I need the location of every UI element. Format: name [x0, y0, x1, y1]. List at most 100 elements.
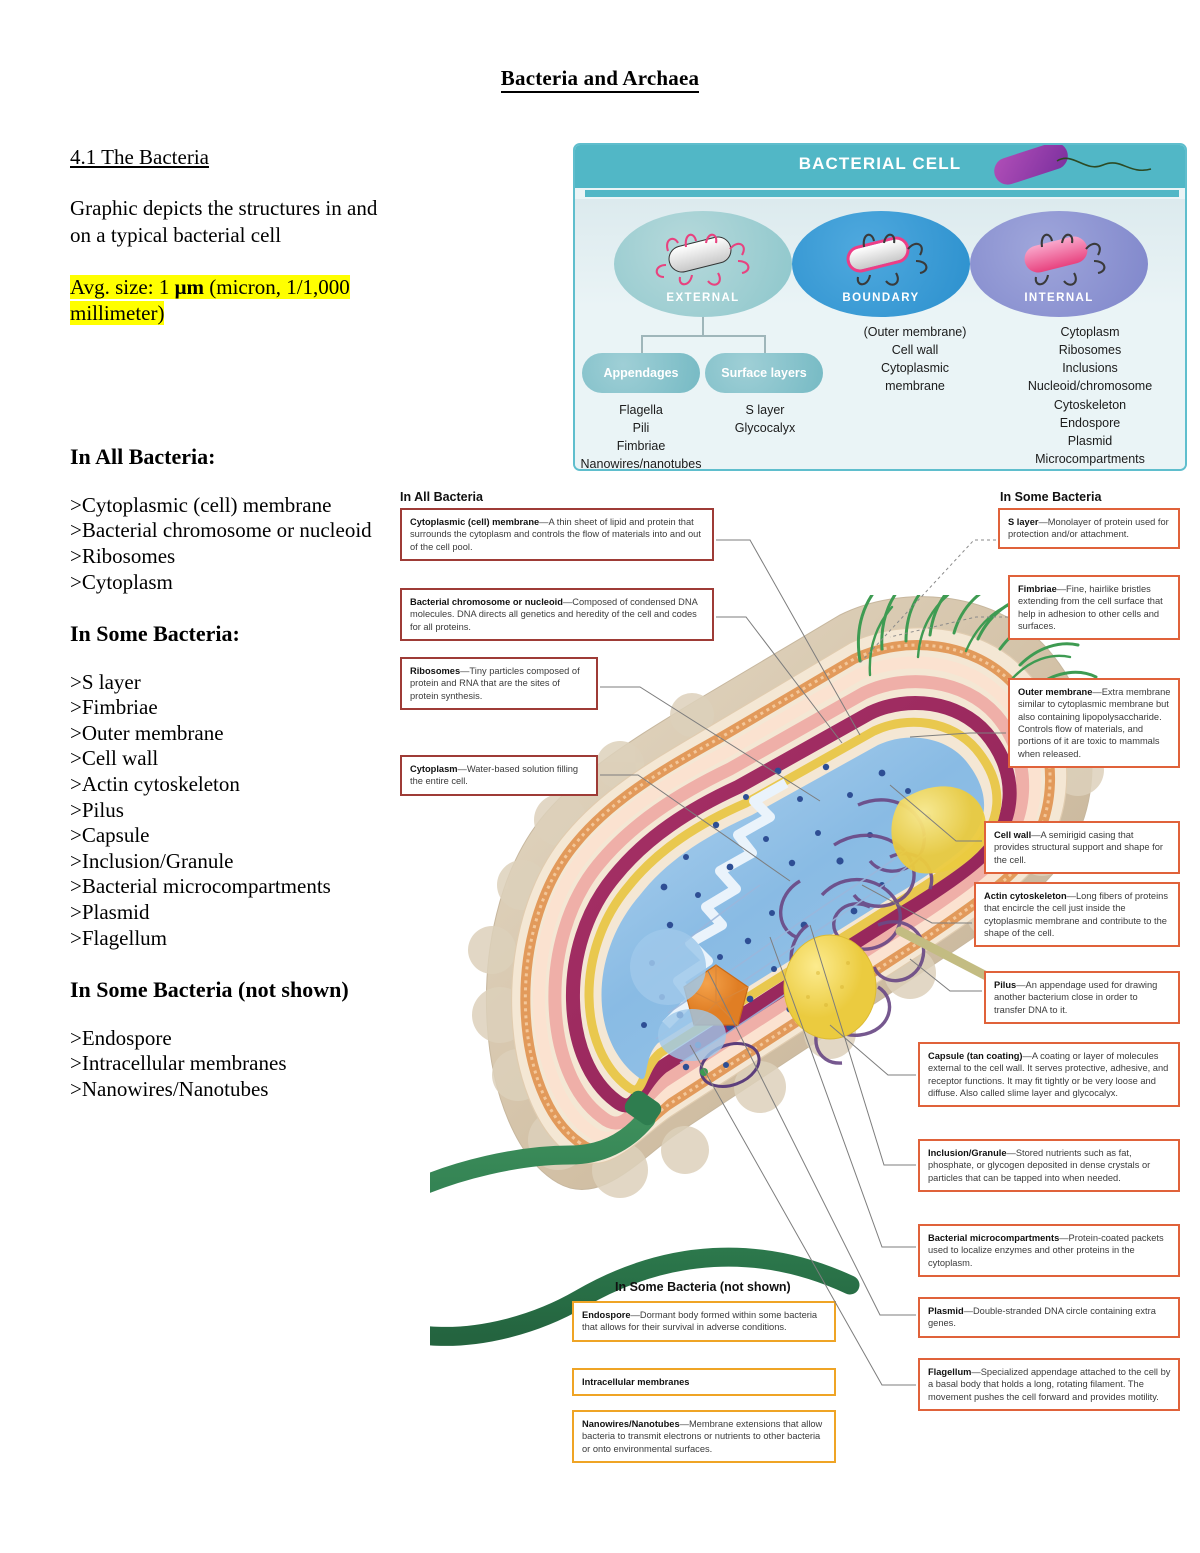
list-item: Fimbriae [616, 439, 666, 454]
callout-term: Pilus [994, 980, 1017, 990]
callout-term: Intracellular membranes [582, 1377, 690, 1387]
callout-term: Nanowires/Nanotubes [582, 1419, 680, 1429]
list-item: (Outer membrane) [863, 325, 967, 339]
callout-outer-membrane: Outer membrane—Extra membrane similar to… [1008, 678, 1180, 769]
avg-size-unit: μm [174, 274, 204, 299]
section-heading: 4.1 The Bacteria [70, 145, 209, 169]
connector-branch-left [641, 335, 643, 353]
in-all-bacteria-heading: In All Bacteria: [70, 444, 216, 470]
list-item: >S layer [70, 669, 141, 694]
callout-inclusion-granule: Inclusion/Granule—Stored nutrients such … [918, 1139, 1180, 1193]
list-item: Inclusions [1062, 361, 1118, 376]
in-some-bacteria-heading: In Some Bacteria: [70, 621, 240, 647]
not-shown-heading: In Some Bacteria (not shown) [70, 977, 349, 1003]
internal-list: Cytoplasm Ribosomes Inclusions Nucleoid/… [995, 323, 1185, 468]
callout-term: Endospore [582, 1310, 631, 1320]
callout-cell-wall: Cell wall—A semirigid casing that provid… [984, 821, 1180, 875]
callout-cytoplasmic-membrane: Cytoplasmic (cell) membrane—A thin sheet… [400, 508, 714, 562]
page-title: Bacteria and Archaea [0, 66, 1200, 93]
callout-flagellum: Flagellum—Specialized appendage attached… [918, 1358, 1180, 1412]
callout-pilus: Pilus—An appendage used for drawing anot… [984, 971, 1180, 1025]
callout-text: —Double-stranded DNA circle containing e… [928, 1306, 1156, 1329]
bacterial-cell-overview-panel: BACTERIAL CELL EXTERNAL BOUNDARY [573, 143, 1187, 471]
venn-label-boundary: BOUNDARY [842, 292, 920, 304]
list-item: >Cell wall [70, 746, 159, 771]
callout-plasmid: Plasmid—Double-stranded DNA circle conta… [918, 1297, 1180, 1338]
list-item: Cell wall [891, 343, 939, 358]
avg-size-suffix: (micron, 1/1,000 millimeter) [70, 274, 350, 326]
callout-term: Plasmid [928, 1306, 964, 1316]
callout-text: —A thin sheet of lipid and protein that … [410, 517, 701, 552]
venn-label-external: EXTERNAL [666, 292, 740, 304]
list-item: >Actin cytoskeleton [70, 772, 240, 797]
intro-paragraph: Graphic depicts the structures in and on… [70, 196, 378, 247]
callout-endospore: Endospore—Dormant body formed within som… [572, 1301, 836, 1342]
callout-text: —Composed of condensed DNA molecules. DN… [410, 597, 698, 632]
list-item: S layer [745, 403, 785, 417]
callout-term: Ribosomes [410, 666, 461, 676]
list-item: >Endospore [70, 1025, 172, 1050]
inclusion-granule [783, 934, 877, 1040]
connector-horizontal [641, 335, 765, 337]
figure-heading-in-some: In Some Bacteria [1000, 490, 1102, 504]
callout-text: —Specialized appendage attached to the c… [928, 1367, 1171, 1402]
callout-bacterial-microcompartments: Bacterial microcompartments—Protein-coat… [918, 1224, 1180, 1278]
callout-term: Bacterial chromosome or nucleoid [410, 597, 563, 607]
callout-text: —A semirigid casing that provides struct… [994, 830, 1163, 865]
venn-boundary: BOUNDARY [792, 211, 970, 317]
list-item: >Bacterial microcompartments [70, 874, 331, 899]
figure-heading-in-all: In All Bacteria [400, 490, 483, 504]
callout-term: Inclusion/Granule [928, 1148, 1007, 1158]
venn-label-internal: INTERNAL [1024, 292, 1094, 304]
panel-header-bar [575, 145, 1185, 188]
callout-term: Capsule (tan coating) [928, 1051, 1023, 1061]
callout-text: —Membrane extensions that allow bacteria… [582, 1419, 823, 1454]
callout-text: —Fine, hairlike bristles extending from … [1018, 584, 1163, 632]
venn-internal: INTERNAL [970, 211, 1148, 317]
appendages-list: Flagella Pili Fimbriae Nanowires/nanotub… [575, 401, 707, 471]
in-some-bacteria-list: >S layer >Fimbriae >Outer membrane >Cell… [70, 670, 400, 952]
list-item: Endospore [1059, 415, 1121, 430]
rod-flagellum-icon [1056, 157, 1152, 172]
callout-term: Actin cytoskeleton [984, 891, 1067, 901]
callout-fimbriae: Fimbriae—Fine, hairlike bristles extendi… [1008, 575, 1180, 641]
list-item: Cytoskeleton [1053, 397, 1127, 412]
venn-external: EXTERNAL [614, 211, 792, 317]
callout-text: —An appendage used for drawing another b… [994, 980, 1158, 1015]
callout-capsule: Capsule (tan coating)—A coating or layer… [918, 1042, 1180, 1108]
callout-term: Bacterial microcompartments [928, 1233, 1060, 1243]
list-item: >Capsule [70, 823, 150, 848]
list-item: Ribosomes [1058, 343, 1122, 358]
callout-term: S layer [1008, 517, 1039, 527]
boundary-flagella-icon [856, 233, 928, 286]
pill-appendages: Appendages [582, 353, 700, 393]
list-item: >Fimbriae [70, 695, 158, 720]
in-all-bacteria-list: >Cytoplasmic (cell) membrane >Bacterial … [70, 493, 400, 595]
internal-flagella-icon [1034, 233, 1106, 286]
not-shown-list: >Endospore >Intracellular membranes >Nan… [70, 1026, 400, 1103]
list-item: >Pilus [70, 797, 124, 822]
callout-text: —Extra membrane similar to cytoplasmic m… [1018, 687, 1171, 759]
list-item: Flagella [619, 403, 663, 417]
list-item: >Cytoplasmic (cell) membrane [70, 492, 332, 517]
callout-text: —Stored nutrients such as fat, phosphate… [928, 1148, 1151, 1183]
flagellum [430, 1109, 860, 1346]
list-item: Cytoplasm [1060, 325, 1120, 339]
flagellum-basal-body [624, 1090, 662, 1126]
callout-intracellular-membranes: Intracellular membranes [572, 1368, 836, 1397]
list-item: Nanowires/nanotubes [580, 457, 702, 471]
callout-term: Cell wall [994, 830, 1032, 840]
panel-title: BACTERIAL CELL [798, 154, 962, 173]
list-item: Glycocalyx [734, 421, 796, 436]
figure-heading-not-shown: In Some Bacteria (not shown) [615, 1280, 791, 1294]
callout-actin-cytoskeleton: Actin cytoskeleton—Long fibers of protei… [974, 882, 1180, 948]
callout-text: —Water-based solution filling the entire… [410, 764, 579, 787]
callout-text: —A coating or layer of molecules externa… [928, 1051, 1169, 1099]
callout-text: —Tiny particles composed of protein and … [410, 666, 580, 701]
boundary-list: (Outer membrane) Cell wall Cytoplasmic m… [828, 323, 1002, 396]
list-item: >Nanowires/Nanotubes [70, 1076, 269, 1101]
list-item: Nucleoid/chromosome [1027, 379, 1153, 394]
cytoplasm-vesicle [630, 929, 706, 1005]
callout-term: Cytoplasm [410, 764, 458, 774]
callout-text: —Monolayer of protein used for protectio… [1008, 517, 1169, 540]
